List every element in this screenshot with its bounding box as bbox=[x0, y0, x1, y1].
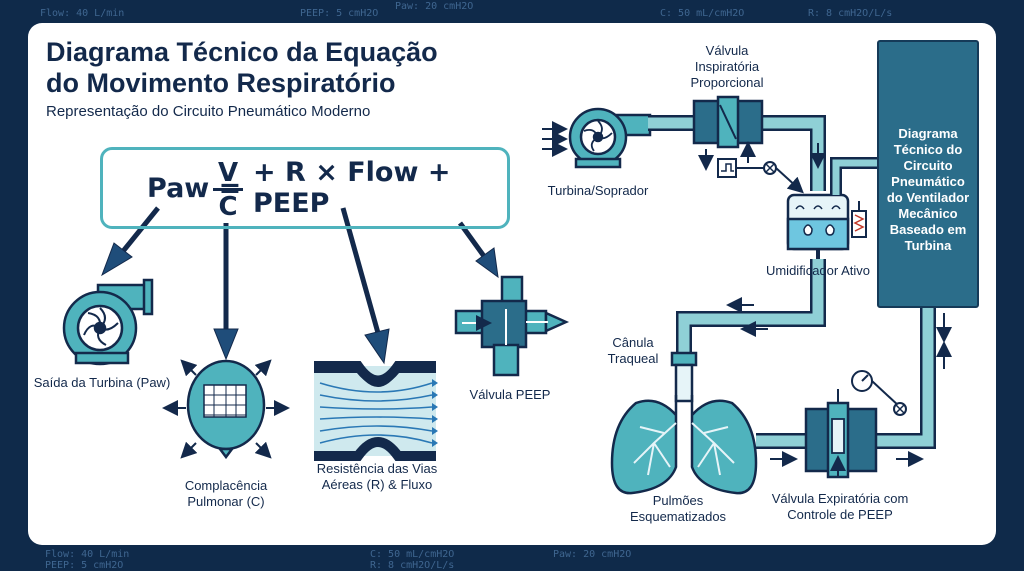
page-subtitle: Representação do Circuito Pneumático Mod… bbox=[46, 103, 371, 120]
cannula-label: Cânula Traqueal bbox=[607, 335, 659, 366]
turbine-output-icon bbox=[62, 278, 154, 366]
turbine-output-label: Saída da Turbina (Paw) bbox=[33, 375, 171, 390]
bg-label: PEEP: 5 cmH2O bbox=[300, 8, 379, 19]
humidifier-icon bbox=[786, 193, 867, 259]
expansion-arrows bbox=[162, 359, 290, 459]
blower-icon bbox=[568, 107, 652, 169]
equation-denominator: C bbox=[218, 192, 238, 222]
arrow-to-resistance bbox=[340, 207, 390, 365]
bg-label: Paw: 20 cmH2O bbox=[553, 549, 632, 560]
equation-box: Paw = V C + R × Flow + PEEP bbox=[100, 147, 510, 229]
turbine-label: Turbina/Soprador bbox=[547, 183, 649, 198]
bg-label: Flow: 40 L/min bbox=[45, 549, 130, 560]
bg-label: R: 8 cmH2O/L/s bbox=[370, 560, 455, 571]
lungs-icon bbox=[610, 395, 758, 495]
ventilator-tower: Diagrama Técnico do Circuito Pneumático … bbox=[877, 40, 979, 308]
arrow-to-peep bbox=[457, 221, 499, 279]
bg-label: Paw: 20 cmH2O bbox=[395, 1, 474, 12]
bg-label: PEEP: 5 cmH2O bbox=[45, 560, 124, 571]
compliance-label: Complacência Pulmonar (C) bbox=[184, 478, 268, 509]
equation-numerator: V bbox=[217, 158, 239, 188]
circuit-diagram bbox=[62, 95, 952, 495]
bg-label: C: 50 mL/cmH2O bbox=[370, 549, 455, 560]
humidifier-label: Umidificador Ativo bbox=[765, 263, 871, 278]
inspiratory-valve-label: Válvula Inspiratória Proporcional bbox=[690, 43, 764, 90]
equation-rest: + R × Flow + PEEP bbox=[253, 157, 451, 219]
resistance-label: Resistência das Vias Aéreas (R) & Fluxo bbox=[316, 461, 438, 492]
expiratory-valve-icon bbox=[804, 370, 907, 479]
bg-label: R: 8 cmH2O/L/s bbox=[808, 8, 893, 19]
page-title: Diagrama Técnico da Equação do Movimento… bbox=[46, 37, 438, 98]
airway-resistance-icon bbox=[314, 361, 438, 461]
intake-arrows bbox=[542, 121, 568, 157]
peep-valve-label: Válvula PEEP bbox=[469, 387, 551, 402]
peep-valve-icon bbox=[454, 275, 570, 377]
cannula-icon bbox=[670, 351, 698, 403]
bg-label: Flow: 40 L/min bbox=[40, 8, 125, 19]
tower-label: Diagrama Técnico do Circuito Pneumático … bbox=[886, 126, 970, 253]
diagram-card: Diagrama Técnico da Equação do Movimento… bbox=[28, 23, 996, 545]
lungs-label: Pulmões Esquematizados bbox=[629, 493, 727, 524]
arrow-to-turbine bbox=[101, 206, 160, 277]
expiratory-valve-label: Válvula Expiratória com Controle de PEEP bbox=[771, 491, 909, 522]
compliance-balloon-icon bbox=[186, 359, 266, 460]
inspiratory-valve-icon bbox=[692, 95, 804, 194]
bg-label: C: 50 mL/cmH2O bbox=[660, 8, 745, 19]
arrow-to-compliance bbox=[213, 223, 239, 361]
fraction-bar bbox=[213, 188, 243, 191]
